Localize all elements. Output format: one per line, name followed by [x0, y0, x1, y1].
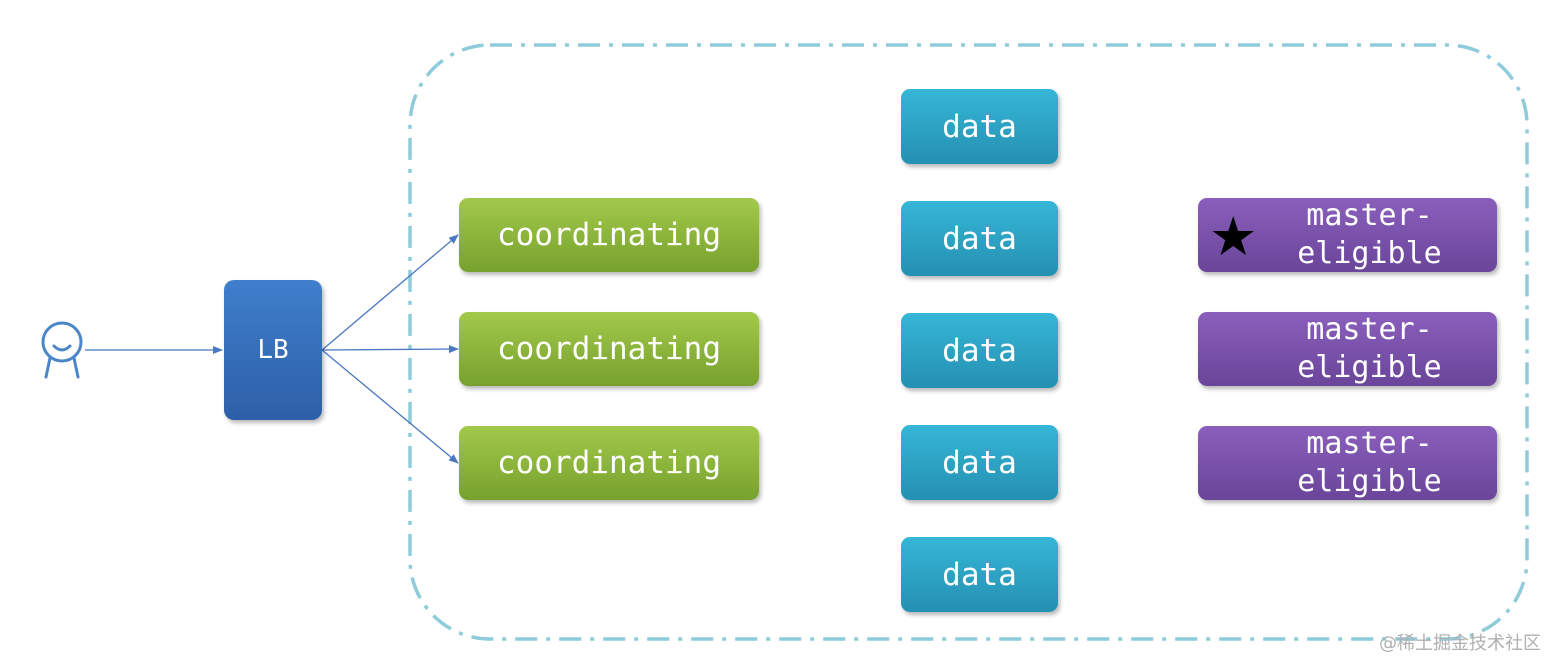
- master-label-line1: master-: [1306, 312, 1433, 347]
- master-eligible-label: master- eligible: [1297, 311, 1442, 387]
- data-label: data: [942, 444, 1017, 481]
- lb-label: LB: [257, 335, 289, 365]
- master-label-line1: master-: [1306, 198, 1433, 233]
- data-node-5: data: [901, 537, 1058, 612]
- master-eligible-node-1: master- eligible: [1198, 198, 1497, 272]
- coordinating-node-3: coordinating: [459, 426, 759, 500]
- data-node-3: data: [901, 313, 1058, 388]
- data-label: data: [942, 556, 1017, 593]
- data-node-4: data: [901, 425, 1058, 500]
- coordinating-node-2: coordinating: [459, 312, 759, 386]
- data-node-2: data: [901, 201, 1058, 276]
- master-eligible-node-3: master- eligible: [1198, 426, 1497, 500]
- watermark: @稀土掘金技术社区: [1379, 633, 1541, 654]
- data-label: data: [942, 220, 1017, 257]
- user-icon: [41, 321, 83, 379]
- master-eligible-label: master- eligible: [1297, 197, 1442, 273]
- lb-to-coordinating-1-arrow: [321, 234, 459, 351]
- lb-to-coordinating-2-arrow: [321, 345, 459, 354]
- master-label-line2: eligible: [1297, 350, 1442, 385]
- coordinating-label: coordinating: [497, 331, 721, 367]
- cluster-boundary: [408, 43, 1529, 641]
- master-label-line1: master-: [1306, 426, 1433, 461]
- master-eligible-label: master- eligible: [1297, 425, 1442, 501]
- coordinating-label: coordinating: [497, 217, 721, 253]
- master-eligible-node-2: master- eligible: [1198, 312, 1497, 386]
- master-label-line2: eligible: [1297, 236, 1442, 271]
- master-label-line2: eligible: [1297, 464, 1442, 499]
- coordinating-node-1: coordinating: [459, 198, 759, 272]
- lb-node: LB: [224, 280, 322, 420]
- data-label: data: [942, 332, 1017, 369]
- data-node-1: data: [901, 89, 1058, 164]
- data-label: data: [942, 108, 1017, 145]
- star-icon: ★: [1209, 205, 1258, 268]
- coordinating-label: coordinating: [497, 445, 721, 481]
- lb-to-coordinating-3-arrow: [321, 349, 459, 464]
